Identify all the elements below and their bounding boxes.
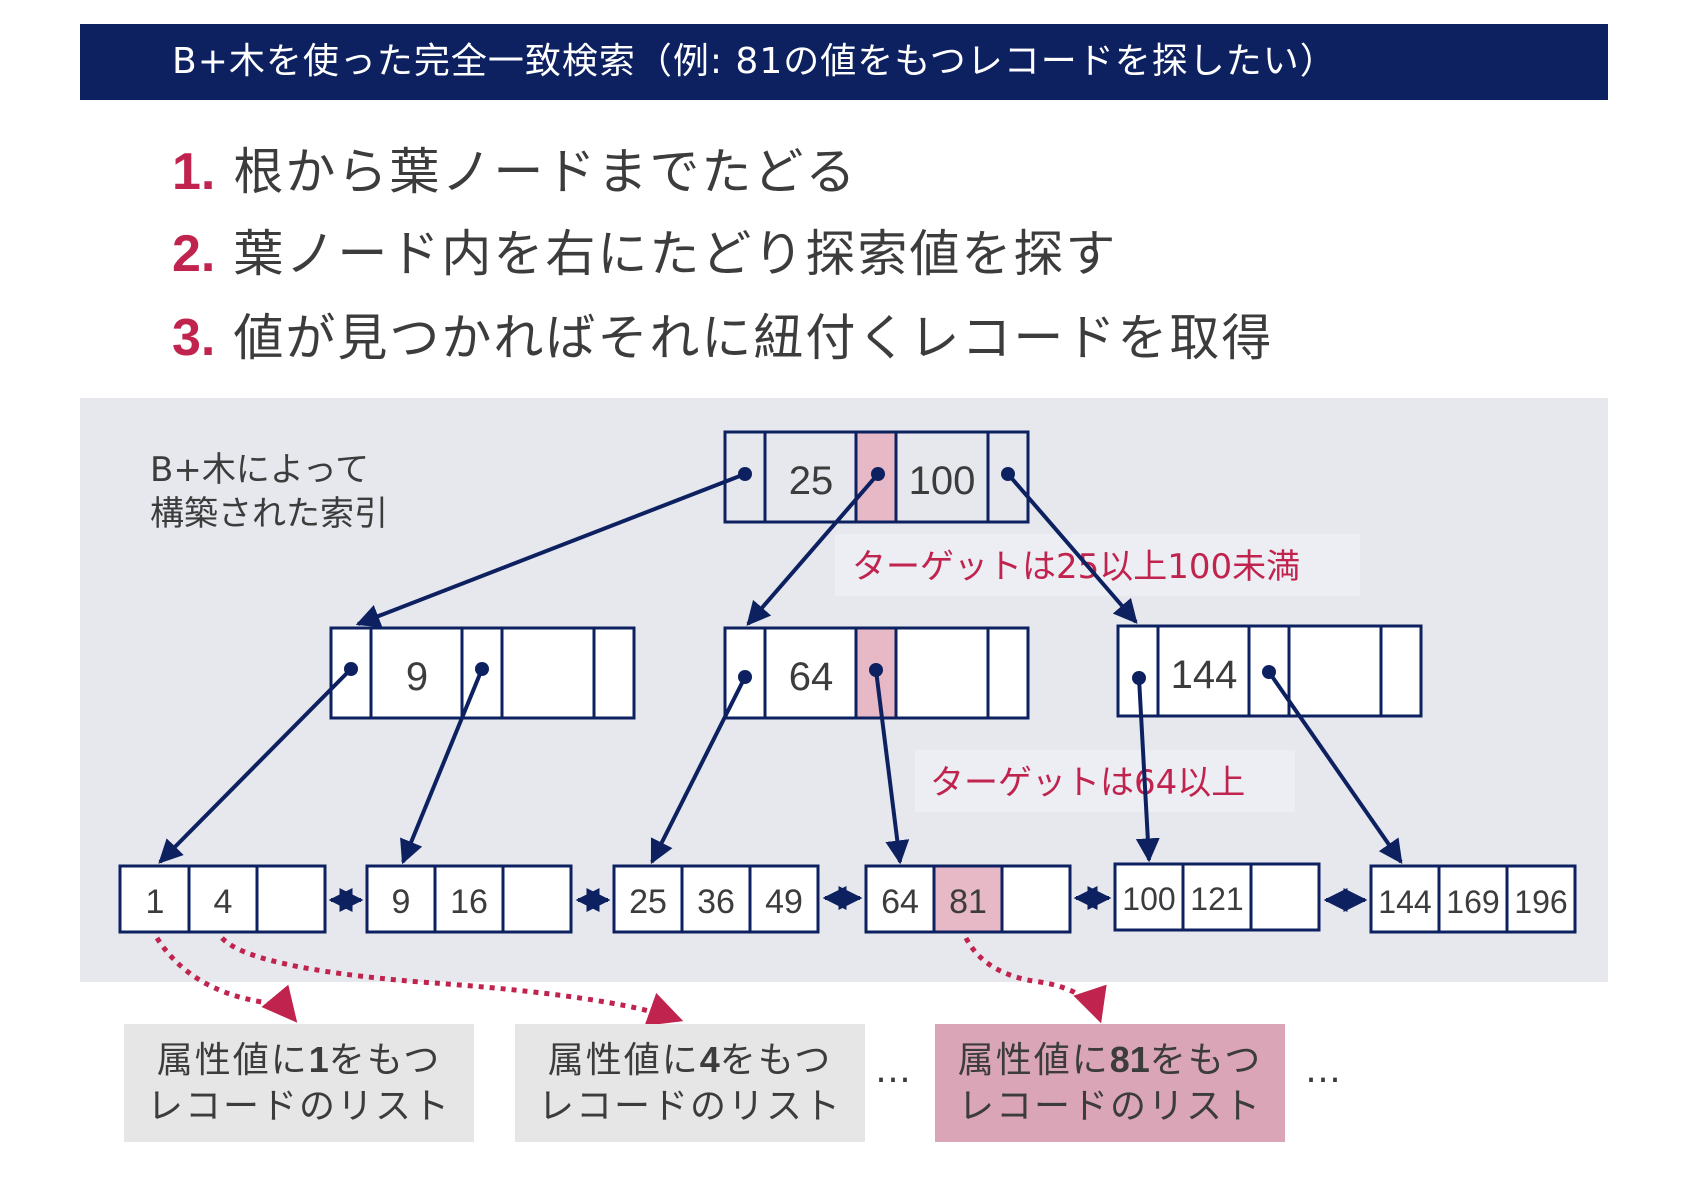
leaf-key: 1: [146, 883, 165, 921]
pointer-arrow: [355, 472, 746, 628]
leaf-key: 36: [697, 883, 735, 921]
record-label-prefix: 属性値に: [547, 1040, 700, 1081]
record-link-arrow-81: [963, 936, 1107, 1024]
leaf-key: 100: [1122, 881, 1175, 917]
pointer-arrow: [400, 668, 484, 865]
pointer-dot: [869, 663, 883, 677]
step-1: 1. 根から葉ノードまでたどる: [172, 140, 857, 204]
record-value: 4: [699, 1039, 720, 1080]
tree-caption-line2: 構築された索引: [150, 494, 388, 534]
record-label-prefix: 属性値に: [156, 1040, 309, 1081]
page-title: B+木を使った完全一致検索（例: 81の値をもつレコードを探したい）: [172, 41, 1337, 82]
ellipsis-2: …: [1305, 1050, 1341, 1091]
leaf-node-5: 100 121: [1113, 862, 1321, 932]
record-link-arrows: [154, 936, 1107, 1026]
title-bar: B+木を使った完全一致検索（例: 81の値をもつレコードを探したい）: [80, 24, 1608, 100]
pointer-arrow: [1006, 472, 1138, 624]
leaf-node-4: 64 81: [864, 864, 1072, 934]
leaf-key: 64: [881, 883, 919, 921]
root-key-2: 100: [909, 459, 976, 503]
record-label-line2: レコードのリスト: [146, 1086, 451, 1127]
annotation-internal-range: ターゲットは64以上: [930, 763, 1245, 803]
step-2: 2. 葉ノード内を右にたどり探索値を探す: [172, 222, 1117, 286]
pointer-arrow: [158, 667, 353, 864]
internal-node-2-key: 64: [789, 655, 834, 699]
step-text: 根から葉ノードまでたどる: [233, 143, 858, 201]
internal-node-3-key: 144: [1171, 653, 1238, 697]
record-link-arrow-4: [220, 936, 684, 1026]
pointer-dot: [738, 467, 752, 481]
record-label-line2: レコードのリスト: [537, 1086, 842, 1127]
leaf-key: 4: [214, 883, 233, 921]
record-label-suffix: をもつ: [1149, 1040, 1263, 1081]
leaf-key: 25: [629, 883, 667, 921]
pointer-dot: [1001, 467, 1015, 481]
leaf-sibling-links: [328, 886, 1368, 912]
leaf-key: 9: [392, 883, 411, 921]
record-list-1: 属性値に1をもつ レコードのリスト: [124, 1024, 474, 1142]
root-key-1: 25: [789, 459, 834, 503]
leaf-node-6: 144 169 196: [1369, 864, 1577, 934]
step-number: 2.: [172, 225, 216, 283]
pointer-dot: [1132, 671, 1146, 685]
record-link-arrow-1: [154, 936, 298, 1023]
record-list-4: 属性値に4をもつ レコードのリスト: [515, 1024, 865, 1142]
pointer-dot: [1262, 665, 1276, 679]
leaf-key: 121: [1190, 881, 1243, 917]
step-text: 値が見つかればそれに紐付くレコードを取得: [233, 309, 1274, 367]
root-node: 25 100: [723, 430, 1030, 524]
record-list-81: 属性値に81をもつ レコードのリスト: [935, 1024, 1285, 1142]
leaf-key: 49: [765, 883, 803, 921]
record-value: 1: [308, 1039, 329, 1080]
step-number: 1.: [172, 143, 216, 201]
ellipsis-1: …: [875, 1050, 911, 1091]
pointer-dot: [738, 670, 752, 684]
annotation-box-root: [835, 534, 1360, 596]
leaf-key: 16: [450, 883, 488, 921]
leaf-node-1: 1 4: [118, 864, 327, 934]
pointer-dot: [475, 662, 489, 676]
record-value: 81: [1109, 1039, 1150, 1080]
leaf-key: 144: [1378, 884, 1431, 920]
tree-caption-line1: B+木によって: [150, 450, 369, 490]
pointer-dot: [344, 662, 358, 676]
leaf-node-2: 9 16: [365, 864, 573, 934]
internal-node-1-key: 9: [406, 655, 428, 699]
pointer-arrow: [1135, 677, 1160, 863]
target-key-highlight: [934, 866, 1002, 932]
record-label-line2: レコードのリスト: [957, 1086, 1262, 1127]
pointer-arrow: [874, 669, 910, 865]
annotation-box-internal: [915, 750, 1295, 812]
pointer-arrow: [650, 676, 747, 865]
step-text: 葉ノード内を右にたどり探索値を探す: [233, 225, 1118, 283]
pointer-arrow: [1267, 670, 1403, 864]
record-label-suffix: をもつ: [719, 1040, 833, 1081]
pointer-dots: [344, 467, 1276, 685]
pointer-dot: [871, 467, 885, 481]
leaf-key: 196: [1514, 884, 1567, 920]
leaf-node-3: 25 36 49: [612, 864, 820, 934]
internal-node-2: 64: [723, 626, 1030, 720]
target-leaf-key: 81: [949, 883, 987, 921]
tree-pointers: [158, 472, 1403, 865]
record-label-suffix: をもつ: [328, 1040, 442, 1081]
step-3: 3. 値が見つかればそれに紐付くレコードを取得: [172, 306, 1273, 370]
record-label-prefix: 属性値に: [957, 1040, 1110, 1081]
pointer-arrow: [746, 472, 880, 626]
leaf-key: 169: [1446, 884, 1499, 920]
step-number: 3.: [172, 309, 216, 367]
